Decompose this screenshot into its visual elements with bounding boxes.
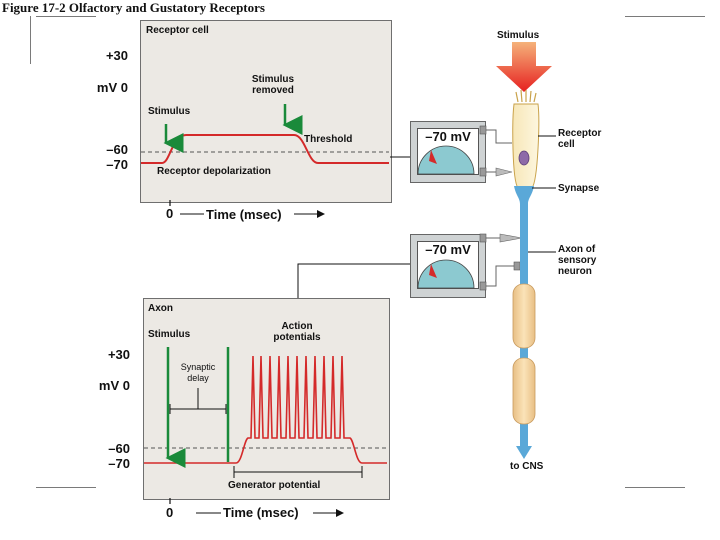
top-meter-dial bbox=[417, 145, 475, 175]
electrode bbox=[479, 281, 487, 291]
top-stimulus-label: Stimulus bbox=[148, 106, 191, 117]
electrode bbox=[479, 167, 487, 177]
top-tick-minus60: –60 bbox=[106, 142, 128, 157]
receptor-depolarization-label: Receptor depolarization bbox=[157, 166, 271, 177]
to-cns-label: to CNS bbox=[510, 461, 544, 472]
electrode-probe bbox=[495, 167, 513, 177]
bottom-axis-zero: 0 bbox=[166, 505, 174, 520]
bottom-time-axis-label: Time (msec) bbox=[223, 505, 299, 520]
synaptic-delay-label: Synaptic delay bbox=[180, 362, 216, 383]
voltmeter-reading: –70 mV bbox=[425, 129, 471, 144]
neuron-stimulus-label: Stimulus bbox=[497, 30, 540, 41]
axon-panel-heading: Axon bbox=[148, 303, 173, 314]
bottom-tick-minus60: –60 bbox=[108, 441, 130, 456]
slide-rule-top-right bbox=[625, 16, 705, 17]
bottom-meter-connector bbox=[297, 263, 410, 298]
generator-potential-label: Generator potential bbox=[228, 480, 321, 491]
myelin-sheath-icon bbox=[512, 357, 536, 425]
electrode bbox=[479, 125, 487, 135]
axon-end-arrow bbox=[516, 446, 532, 459]
receptor-cell-label: Receptor cell bbox=[558, 128, 602, 150]
bottom-meter-leads bbox=[484, 237, 514, 287]
bottom-tick-plus30: +30 bbox=[107, 347, 130, 362]
receptor-cell-graph-panel bbox=[140, 20, 392, 203]
slide-rule-top-left bbox=[36, 16, 96, 17]
slide-rule-bottom-right bbox=[625, 487, 685, 488]
action-potentials-label: Action potentials bbox=[273, 321, 321, 343]
receptor-potential-trace bbox=[141, 134, 389, 164]
axon-of-sensory-neuron-label: Axon of sensory neuron bbox=[558, 244, 597, 277]
top-time-axis-label: Time (msec) bbox=[206, 207, 282, 222]
threshold-label: Threshold bbox=[304, 134, 353, 145]
top-meter-leads bbox=[484, 129, 512, 173]
bottom-tick-minus70: –70 bbox=[108, 456, 130, 471]
slide-rule-left-vertical bbox=[30, 16, 31, 64]
synapse-label: Synapse bbox=[558, 183, 600, 194]
voltmeter-reading: –70 mV bbox=[425, 242, 471, 257]
top-axis-zero: 0 bbox=[166, 206, 174, 221]
top-tick-minus70: –70 bbox=[106, 157, 128, 172]
top-tick-plus30: +30 bbox=[105, 48, 128, 63]
stimulus-removed-label: Stimulus removed bbox=[251, 74, 295, 96]
bottom-meter-dial bbox=[417, 259, 475, 289]
figure-title: Figure 17-2 Olfactory and Gustatory Rece… bbox=[2, 0, 265, 15]
action-potential-trace bbox=[144, 355, 387, 464]
receptor-cell-icon bbox=[512, 89, 540, 189]
electrode bbox=[513, 261, 521, 271]
synapse-terminal bbox=[514, 186, 534, 204]
electrode bbox=[479, 233, 487, 243]
top-tick-zero: mV 0 bbox=[96, 80, 128, 95]
electrode-probe bbox=[499, 233, 523, 243]
bottom-stimulus-label: Stimulus bbox=[148, 329, 191, 340]
myelin-sheath-icon bbox=[512, 283, 536, 349]
receptor-panel-heading: Receptor cell bbox=[146, 25, 209, 36]
slide-rule-bottom-left bbox=[36, 487, 96, 488]
stimulus-arrow-icon bbox=[496, 42, 552, 92]
bottom-tick-zero: mV 0 bbox=[98, 378, 130, 393]
